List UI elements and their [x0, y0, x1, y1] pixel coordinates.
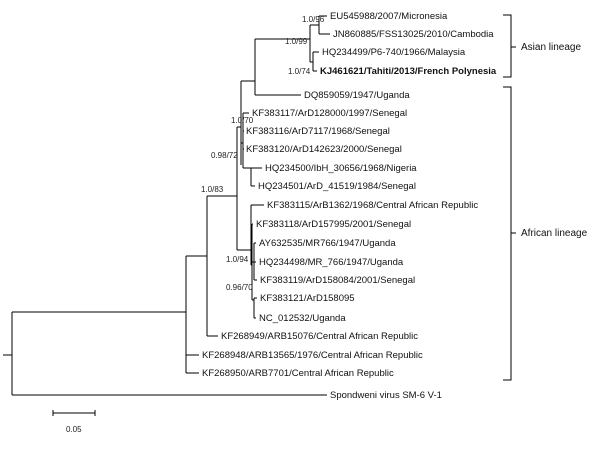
- tip-label: KF383116/ArD7117/1968/Senegal: [246, 126, 390, 137]
- tip-label: KF268948/ARB13565/1976/Central African R…: [202, 350, 423, 361]
- tip-label: DQ859059/1947/Uganda: [304, 90, 410, 101]
- support-asian-inner: 1.0/99: [285, 37, 308, 46]
- support-uganda-group: 1.0/94: [226, 255, 249, 264]
- tip-labels: EU545988/2007/Micronesia JN860885/FSS130…: [202, 11, 497, 401]
- tip-label: Spondweni virus SM-6 V-1: [330, 390, 442, 401]
- scale-bar: 0.05: [52, 410, 96, 434]
- asian-lineage-label: Asian lineage: [521, 42, 581, 53]
- tip-label: HQ234500/IbH_30656/1968/Nigeria: [265, 163, 417, 174]
- tip-label-highlighted: KJ461621/Tahiti/2013/French Polynesia: [320, 66, 497, 77]
- tip-label: KF268949/ARB15076/Central African Republ…: [221, 331, 418, 342]
- asian-lineage-bracket: [503, 14, 512, 78]
- support-values: 1.0/70 1.0/99 1.0/96 1.0/74 1.0/83 0.98/…: [201, 15, 325, 292]
- tip-label: KF383117/ArD128000/1997/Senegal: [252, 108, 407, 119]
- tip-label: KF383120/ArD142623/2000/Senegal: [246, 144, 402, 155]
- tip-label: HQ234501/ArD_41519/1984/Senegal: [258, 181, 416, 192]
- tip-label: KF383121/ArD158095: [260, 293, 355, 304]
- support-asian-root: 1.0/70: [231, 116, 254, 125]
- tip-label: KF268950/ARB7701/Central African Republi…: [202, 368, 394, 379]
- scale-bar-label: 0.05: [66, 425, 82, 434]
- tip-label: KF383119/ArD158084/2001/Senegal: [260, 275, 415, 286]
- tip-label: JN860885/FSS13025/2010/Cambodia: [333, 29, 494, 40]
- support-ncu-group: 0.96/70: [226, 283, 253, 292]
- tree-branches: [3, 15, 330, 396]
- tip-label: KF383118/ArD157995/2001/Senegal: [256, 219, 411, 230]
- african-lineage-label: African lineage: [521, 228, 588, 239]
- tip-label: HQ234499/P6-740/1966/Malaysia: [322, 47, 466, 58]
- support-african-core: 1.0/83: [201, 185, 224, 194]
- support-senegal-group: 0.98/72: [211, 151, 238, 160]
- clade-brackets: Asian lineage African lineage: [503, 14, 588, 381]
- african-lineage-bracket: [503, 86, 512, 381]
- tip-label: NC_012532/Uganda: [259, 313, 346, 324]
- tip-label: AY632535/MR766/1947/Uganda: [259, 238, 396, 249]
- tip-label: HQ234498/MR_766/1947/Uganda: [259, 257, 404, 268]
- tip-label: EU545988/2007/Micronesia: [330, 11, 448, 22]
- support-malaysia-tahiti: 1.0/74: [288, 67, 311, 76]
- tip-label: KF383115/ArB1362/1968/Central African Re…: [267, 200, 478, 211]
- support-micronesia-cambodia: 1.0/96: [302, 15, 325, 24]
